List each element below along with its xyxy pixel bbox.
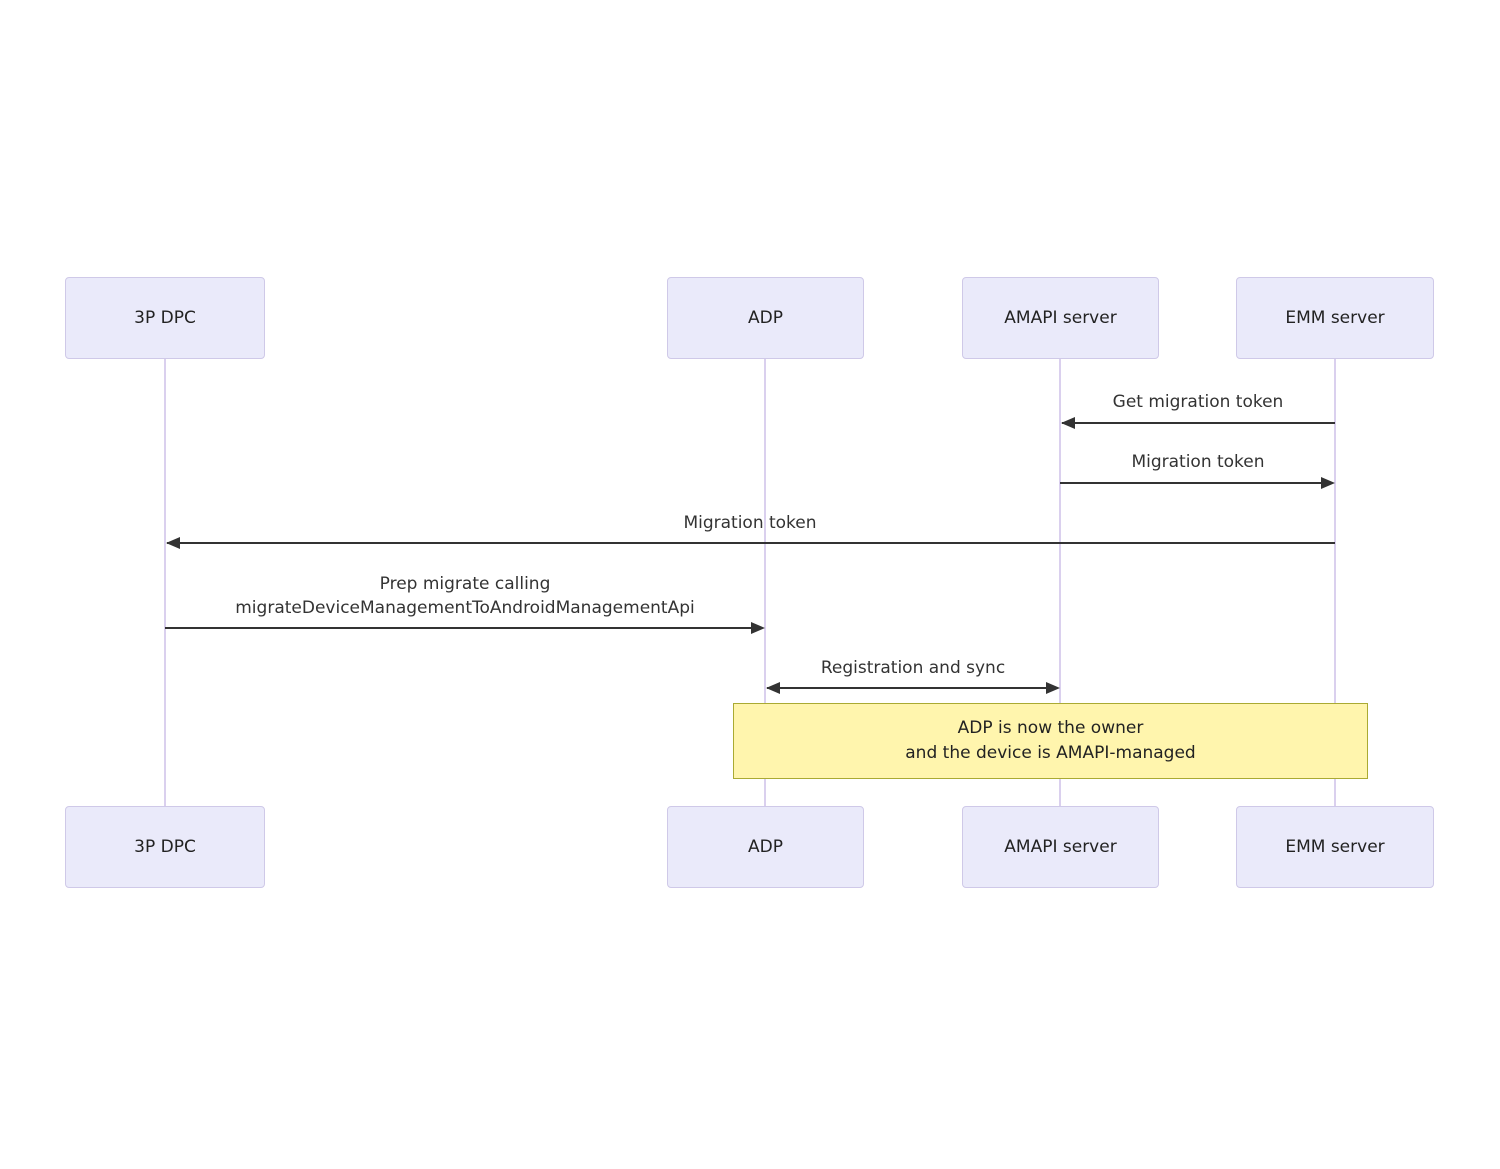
message-5-label: Registration and sync (820, 658, 1006, 678)
message-4-label-line2: migrateDeviceManagementToAndroidManageme… (235, 598, 695, 618)
message-4-arrowhead-right-icon (751, 622, 765, 634)
message-2-label: Migration token (1131, 452, 1265, 472)
actor-top-3p-dpc: 3P DPC (65, 277, 265, 359)
message-2-arrowhead-right-icon (1321, 477, 1335, 489)
actor-top-amapi-server: AMAPI server (962, 277, 1159, 359)
actor-top-adp: ADP (667, 277, 864, 359)
message-5-line (767, 687, 1047, 689)
actor-top-emm-server: EMM server (1236, 277, 1434, 359)
note-line2: and the device is AMAPI-managed (905, 743, 1196, 763)
lifeline-adp (764, 359, 766, 806)
message-1-label: Get migration token (1112, 392, 1284, 412)
message-5-arrowhead-right-icon (1046, 682, 1060, 694)
lifeline-3p-dpc (164, 359, 166, 806)
message-3-arrowhead-left-icon (166, 537, 180, 549)
message-1-line (1062, 422, 1335, 424)
message-4-line (165, 627, 752, 629)
message-4-label: Prep migrate calling migrateDeviceManage… (165, 572, 765, 620)
lifeline-emm-server (1334, 359, 1336, 806)
message-3-label: Migration token (683, 513, 817, 533)
actor-bottom-3p-dpc: 3P DPC (65, 806, 265, 888)
note-line1: ADP is now the owner (957, 718, 1144, 738)
message-3-line (167, 542, 1335, 544)
message-4-label-line1: Prep migrate calling (379, 574, 551, 594)
message-1-arrowhead-left-icon (1061, 417, 1075, 429)
message-5-arrowhead-left-icon (766, 682, 780, 694)
actor-bottom-emm-server: EMM server (1236, 806, 1434, 888)
actor-bottom-amapi-server: AMAPI server (962, 806, 1159, 888)
lifeline-amapi-server (1059, 359, 1061, 806)
actor-bottom-adp: ADP (667, 806, 864, 888)
message-2-line (1060, 482, 1322, 484)
note-adp-owner: ADP is now the owner and the device is A… (733, 703, 1368, 779)
